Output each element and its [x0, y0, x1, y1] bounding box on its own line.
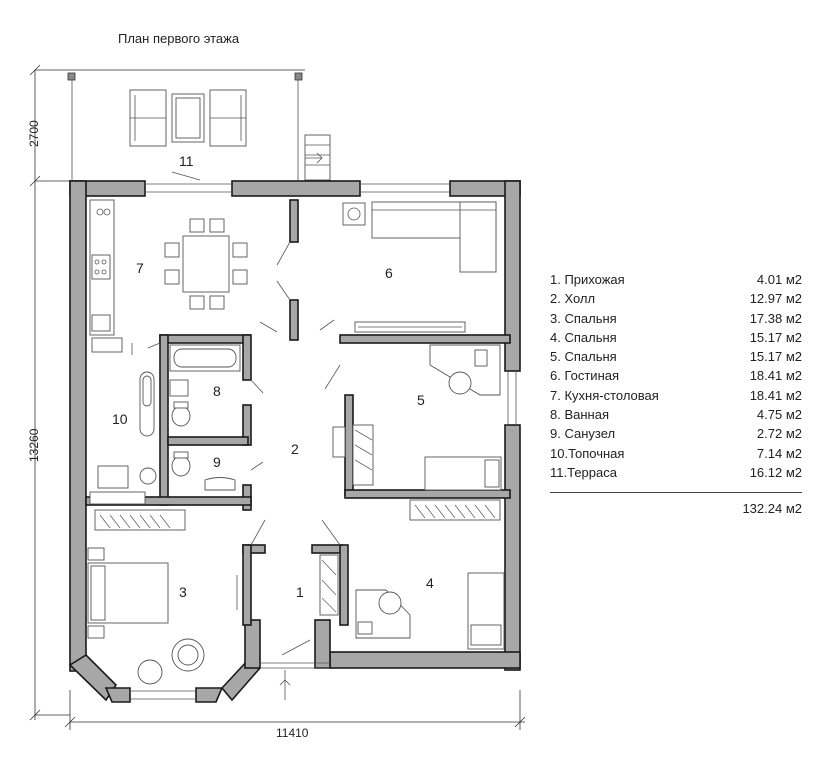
legend-row: 10.Топочная 7.14 м2 — [550, 444, 802, 463]
legend-row: 11.Терраса 16.12 м2 — [550, 463, 802, 482]
room-number-8: 8 — [213, 383, 221, 399]
legend-room-name: 9. Санузел — [550, 426, 616, 442]
plan-title: План первого этажа — [118, 31, 240, 46]
terrace — [67, 72, 331, 181]
room-number-5: 5 — [417, 392, 425, 408]
legend-room-area: 18.41 м2 — [749, 387, 802, 403]
legend-room-name: 2. Холл — [550, 291, 596, 307]
door-swings — [131, 171, 341, 700]
room-number-2: 2 — [291, 441, 299, 457]
dim-width: 11410 — [276, 726, 309, 740]
legend-row: 7. Кухня-столовая 18.41 м2 — [550, 386, 802, 405]
dim-top-depth: 2700 — [27, 120, 41, 147]
legend-room-name: 5. Спальня — [550, 349, 617, 365]
legend-room-area: 18.41 м2 — [749, 368, 802, 384]
room-number-1: 1 — [296, 584, 304, 600]
legend-row: 9. Санузел 2.72 м2 — [550, 424, 802, 443]
interior-walls — [85, 199, 511, 626]
room-number-4: 4 — [426, 575, 434, 591]
legend-room-area: 7.14 м2 — [756, 445, 802, 461]
legend-room-name: 10.Топочная — [550, 445, 625, 461]
legend-row: 1. Прихожая 4.01 м2 — [550, 270, 802, 289]
legend-room-area: 16.12 м2 — [749, 464, 802, 480]
legend-row: 3. Спальня 17.38 м2 — [550, 309, 802, 328]
legend-room-area: 2.72 м2 — [756, 426, 802, 442]
room-number-9: 9 — [213, 454, 221, 470]
legend-room-area: 17.38 м2 — [749, 310, 802, 326]
legend-room-name: 4. Спальня — [550, 329, 617, 345]
legend-room-name: 1. Прихожая — [550, 272, 625, 287]
dim-height: 13260 — [27, 428, 41, 462]
room-numbers: 1 2 3 4 5 6 7 8 9 10 11 — [112, 153, 434, 600]
area-legend: 1. Прихожая 4.01 м2 2. Холл 12.97 м2 3. … — [550, 270, 802, 516]
legend-room-name: 8. Ванная — [550, 407, 609, 423]
windows — [130, 183, 517, 700]
legend-row: 8. Ванная 4.75 м2 — [550, 405, 802, 424]
room-number-3: 3 — [179, 584, 187, 600]
room-number-11: 11 — [179, 153, 194, 169]
bedroom-3-furniture — [87, 509, 205, 685]
room-number-7: 7 — [136, 260, 144, 276]
bedroom-4-furniture — [319, 499, 505, 650]
legend-room-area: 12.97 м2 — [749, 291, 802, 307]
legend-room-area: 15.17 м2 — [749, 349, 802, 365]
room-number-10: 10 — [112, 411, 128, 427]
bath-fixtures — [89, 337, 241, 505]
dimension-lines: 2700 13260 11410 — [27, 64, 526, 740]
legend-row: 5. Спальня 15.17 м2 — [550, 347, 802, 366]
legend-row: 2. Холл 12.97 м2 — [550, 289, 802, 308]
legend-room-name: 3. Спальня — [550, 310, 617, 326]
legend-room-name: 7. Кухня-столовая — [550, 387, 659, 403]
legend-row: 6. Гостиная 18.41 м2 — [550, 366, 802, 385]
legend-room-name: 11.Терраса — [550, 464, 617, 480]
legend-room-area: 4.01 м2 — [756, 272, 802, 287]
bedroom-5-furniture — [332, 344, 502, 491]
legend-total-row: 132.24 м2 — [550, 501, 802, 516]
legend-divider — [550, 492, 802, 494]
room-number-6: 6 — [385, 265, 393, 281]
legend-room-area: 15.17 м2 — [749, 329, 802, 345]
exterior-walls — [68, 180, 521, 703]
legend-room-area: 4.75 м2 — [756, 407, 802, 423]
kitchen-furniture — [89, 199, 248, 336]
legend-room-name: 6. Гостиная — [550, 368, 620, 384]
legend-row: 4. Спальня 15.17 м2 — [550, 328, 802, 347]
total-area: 132.24 м2 — [742, 501, 802, 517]
living-furniture — [342, 201, 497, 333]
